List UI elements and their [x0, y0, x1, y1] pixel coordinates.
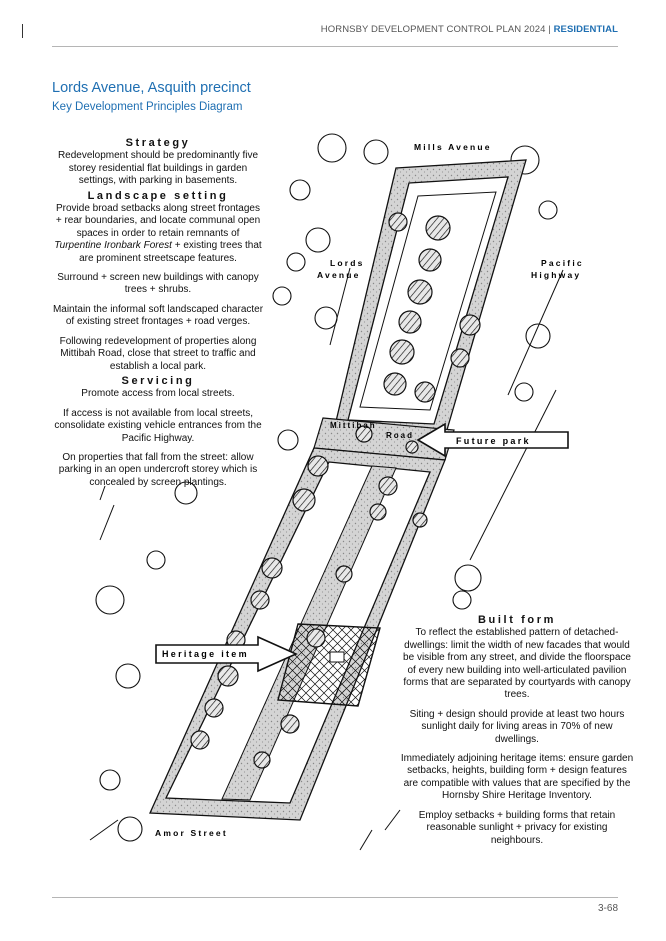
built-form-p3: Immediately adjoining heritage items: en… [400, 753, 634, 802]
landscape-p1-after: + existing trees that are prominent stre… [79, 240, 262, 264]
servicing-heading: Servicing [121, 374, 195, 387]
header-plan: HORNSBY DEVELOPMENT CONTROL PLAN 2024 [320, 24, 546, 35]
street-lines [89, 267, 564, 851]
label-mittibah: Mittibah [330, 421, 377, 430]
label-highway: Highway [531, 270, 581, 280]
label-road: Road [386, 431, 414, 440]
header-rule [52, 46, 618, 47]
label-lords: Lords [330, 258, 365, 268]
built-form-heading: Built form [478, 614, 556, 626]
built-form-p2: Siting + design should provide at least … [409, 708, 625, 745]
header-section: RESIDENTIAL [553, 24, 618, 35]
landscape-p1-italic: Turpentine Ironbark Forest [54, 240, 172, 252]
footer-rule [52, 897, 618, 898]
heritage-site [277, 623, 381, 707]
servicing-p3: On properties that fall from the street:… [58, 451, 258, 488]
label-future-park: Future park [456, 436, 531, 446]
right-text-column: Built form To reflect the established pa… [400, 614, 634, 854]
landscape-p1-before: Provide broad setbacks along street fron… [55, 203, 261, 239]
label-mills-avenue: Mills Avenue [414, 142, 492, 152]
page-number: 3-68 [597, 903, 618, 914]
landscape-p3: Maintain the informal soft landscaped ch… [52, 303, 264, 328]
heritage-building [329, 651, 345, 663]
page-subtitle: Key Development Principles Diagram [52, 101, 243, 113]
strategy-heading: Strategy [125, 137, 191, 149]
label-pacific: Pacific [541, 258, 584, 268]
landscape-p2: Surround + screen new buildings with can… [57, 272, 259, 296]
label-heritage-item: Heritage item [162, 649, 249, 659]
future-park-arrow [416, 422, 569, 458]
servicing-p1: Promote access from local streets. [81, 388, 235, 400]
landscape-p1: Provide broad setbacks along street fron… [52, 203, 264, 265]
label-avenue: Avenue [317, 270, 361, 280]
left-text-column: Strategy Redevelopment should be predomi… [52, 137, 264, 496]
strategy-text: Redevelopment should be predominantly fi… [57, 150, 259, 187]
landscape-p4: Following redevelopment of properties al… [59, 335, 257, 372]
servicing-p2: If access is not available from local st… [54, 407, 262, 444]
page-title: Lords Avenue, Asquith precinct [52, 80, 251, 96]
running-header: HORNSBY DEVELOPMENT CONTROL PLAN 2024 | … [321, 24, 618, 35]
label-amor-street: Amor Street [155, 828, 228, 838]
header-marker [22, 24, 23, 38]
landscape-heading: Landscape setting [87, 189, 229, 202]
built-form-p4: Employ setbacks + building forms that re… [418, 809, 616, 846]
header-separator: | [545, 24, 554, 35]
canopy-trees [190, 212, 481, 769]
built-form-p1: To reflect the established pattern of de… [403, 627, 631, 701]
heritage-item-arrow [155, 635, 298, 673]
